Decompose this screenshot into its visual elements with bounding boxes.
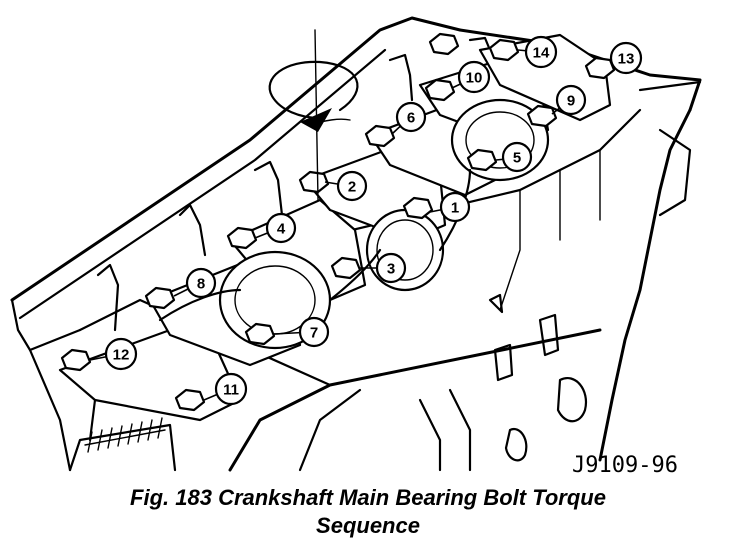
bolt-head — [428, 32, 460, 56]
svg-text:14: 14 — [533, 45, 550, 62]
svg-text:11: 11 — [223, 382, 239, 399]
bolt-head — [60, 348, 92, 372]
caption-line-1: Fig. 183 Crankshaft Main Bearing Bolt To… — [130, 485, 606, 510]
bolt-head — [466, 148, 498, 172]
svg-text:7: 7 — [310, 325, 318, 342]
callout-6: 6 — [395, 101, 427, 133]
callout-9: 9 — [555, 84, 587, 116]
bolt-head — [584, 56, 616, 80]
callout-2: 2 — [336, 170, 368, 202]
bearing-caps — [58, 33, 612, 442]
bolt-head — [174, 388, 206, 412]
bolt-head — [488, 38, 520, 62]
svg-text:3: 3 — [387, 261, 395, 278]
callout-3: 3 — [375, 252, 407, 284]
callout-14: 14 — [524, 35, 558, 69]
bolt-heads — [60, 32, 616, 412]
bolt-head — [402, 196, 434, 220]
gear-teeth — [68, 417, 177, 472]
bolt-head — [244, 322, 276, 346]
bolt-head — [364, 124, 396, 148]
bolt-head — [298, 170, 330, 194]
callout-1: 1 — [439, 191, 471, 223]
svg-text:1: 1 — [451, 200, 459, 217]
callout-7: 7 — [298, 316, 330, 348]
bolt-head — [526, 104, 558, 128]
svg-text:6: 6 — [407, 110, 415, 127]
callout-12: 12 — [104, 337, 138, 371]
callout-5: 5 — [501, 141, 533, 173]
svg-text:5: 5 — [513, 150, 521, 167]
svg-text:13: 13 — [618, 51, 635, 68]
svg-text:12: 12 — [113, 347, 130, 364]
torque-rotation-symbol — [268, 29, 359, 201]
callout-13: 13 — [609, 41, 643, 75]
caption-line-2: Sequence — [316, 513, 420, 538]
callout-4: 4 — [265, 212, 297, 244]
svg-text:2: 2 — [348, 179, 356, 196]
bolt-head — [330, 256, 362, 280]
callout-10: 10 — [457, 60, 491, 94]
engine-block-outline — [10, 16, 702, 472]
callout-11: 11 — [214, 372, 248, 406]
figure-caption: Fig. 183 Crankshaft Main Bearing Bolt To… — [0, 484, 736, 540]
svg-text:4: 4 — [277, 221, 286, 238]
bolt-head — [424, 78, 456, 102]
bolt-head — [226, 226, 258, 250]
bolt-head — [144, 286, 176, 310]
svg-text:8: 8 — [197, 276, 205, 293]
svg-text:10: 10 — [466, 70, 483, 87]
svg-text:9: 9 — [567, 93, 575, 110]
callout-8: 8 — [185, 267, 217, 299]
figure-id-label: J9109-96 — [572, 453, 678, 478]
